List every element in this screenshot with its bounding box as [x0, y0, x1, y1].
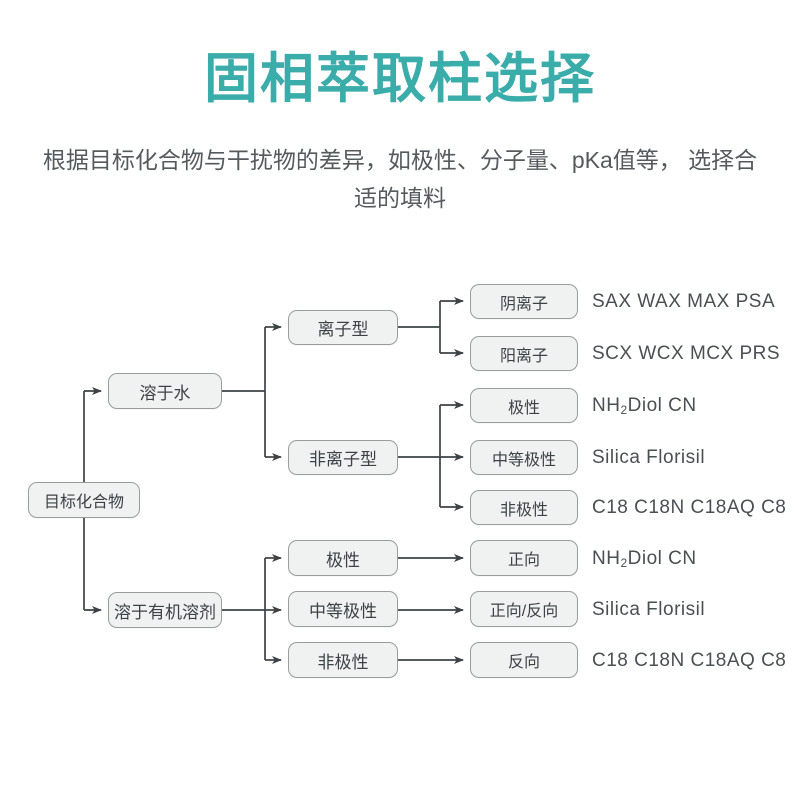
page-title: 固相萃取柱选择 — [204, 49, 596, 109]
node-label: 溶于水 — [139, 383, 191, 403]
node-nonionic[interactable]: 非离子型 — [288, 440, 398, 475]
node-target-compound[interactable]: 目标化合物 — [28, 482, 140, 518]
node-soluble-in-organic-solvent[interactable]: 溶于有机溶剂 — [108, 592, 222, 628]
sorbents-reverse-phase: C18 C18N C18AQ C8 — [592, 649, 787, 671]
node-label: 极性 — [507, 399, 540, 417]
node-label: 非离子型 — [309, 450, 377, 469]
node-label: 溶于有机溶剂 — [114, 602, 216, 622]
sorbents-nonpolar-water: C18 C18N C18AQ C8 — [592, 496, 787, 518]
node-label: 正向/反向 — [489, 603, 559, 620]
sorbents-normal-reverse-phase: Silica Florisil — [592, 598, 706, 620]
sorbents-anion: SAX WAX MAX PSA — [592, 290, 776, 312]
node-anion[interactable]: 阴离子 — [470, 284, 578, 319]
node-label: 非极性 — [317, 652, 369, 672]
node-label: 中等极性 — [491, 451, 556, 469]
node-label: 阳离子 — [499, 347, 548, 365]
node-label: 非极性 — [499, 501, 548, 519]
sorbents-medium-polar-water: Silica Florisil — [592, 446, 706, 468]
node-nonpolar-water[interactable]: 非极性 — [470, 490, 578, 525]
node-nonpolar-organic[interactable]: 非极性 — [288, 642, 398, 678]
sorbents-cation: SCX WCX MCX PRS — [592, 342, 781, 364]
node-ionic[interactable]: 离子型 — [288, 310, 398, 345]
node-normal-phase[interactable]: 正向 — [470, 540, 578, 576]
node-label: 阴离子 — [499, 295, 548, 313]
node-soluble-in-water[interactable]: 溶于水 — [108, 373, 222, 409]
node-label: 目标化合物 — [43, 494, 124, 511]
node-label: 反向 — [507, 654, 540, 671]
node-label: 离子型 — [317, 320, 369, 339]
node-label: 中等极性 — [309, 601, 377, 621]
node-label: 正向 — [507, 552, 540, 569]
page-subtitle: 根据目标化合物与干扰物的差异，如极性、分子量、pKa值等， 选择合适的填料 — [42, 147, 758, 211]
node-polar-water[interactable]: 极性 — [470, 388, 578, 423]
node-cation[interactable]: 阳离子 — [470, 336, 578, 371]
node-medium-polar-organic[interactable]: 中等极性 — [288, 591, 398, 627]
node-normal-reverse-phase[interactable]: 正向/反向 — [470, 591, 578, 627]
node-medium-polar-water[interactable]: 中等极性 — [470, 440, 578, 475]
node-reverse-phase[interactable]: 反向 — [470, 642, 578, 678]
node-label: 极性 — [326, 550, 360, 570]
node-polar-organic[interactable]: 极性 — [288, 540, 398, 576]
